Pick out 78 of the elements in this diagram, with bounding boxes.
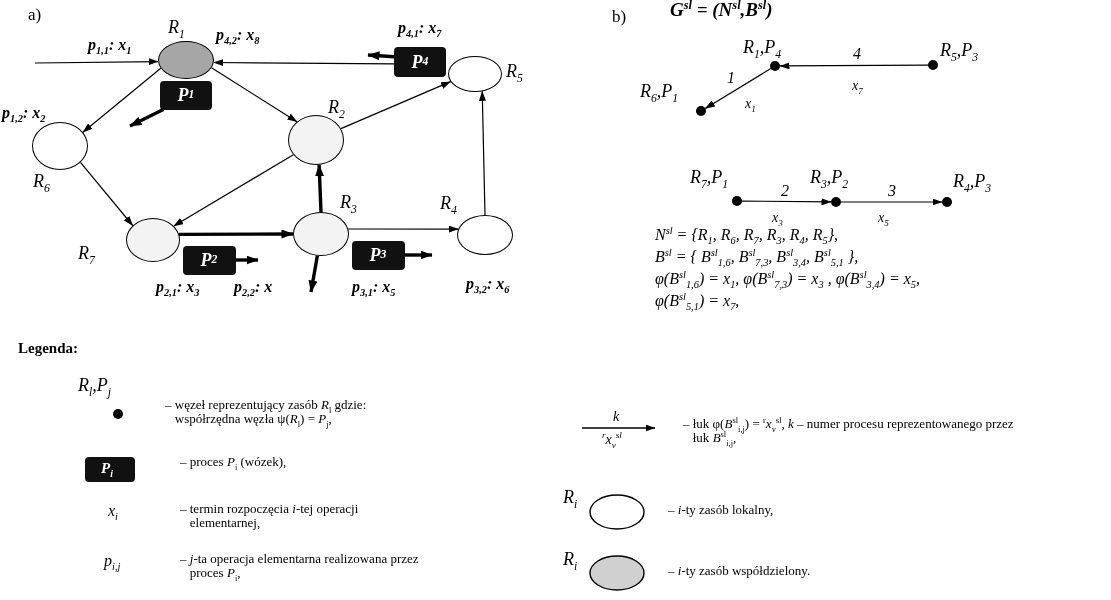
formula: N$^{sl}$ = {R$_{1}$, R$_{6}$, R$_{7}$, R$_{3}$, R$_{4}$, R$_{5}$}, <box>655 226 839 244</box>
node-label: R$_{4}$,P$_{3}$ <box>953 172 992 192</box>
node-dot <box>770 61 780 71</box>
time-label: x$_{1}$ <box>745 96 756 112</box>
arrow <box>840 198 943 206</box>
resource-ellipse <box>293 212 349 256</box>
node-label: R$_{7}$,P$_{1}$ <box>690 168 729 188</box>
resource-ellipse <box>158 41 214 79</box>
node-label: R$_{6}$,P$_{1}$ <box>640 82 679 102</box>
arrow <box>340 81 452 130</box>
panel-label: a) <box>28 6 42 25</box>
arrow <box>129 107 165 128</box>
resource-label: R$_{2}$ <box>328 98 345 118</box>
node-label: R$_{1}$,P$_{4}$ <box>743 38 782 58</box>
node-dot <box>732 196 742 206</box>
legend-text: – i-ty zasób współdzielony. <box>668 564 812 579</box>
node-dot <box>696 106 706 116</box>
arrow <box>82 67 162 133</box>
arrow <box>79 161 134 227</box>
arrow <box>179 229 294 239</box>
legend-text: – proces P$_{i}$ (wózek), <box>180 455 288 470</box>
arrow <box>347 225 459 233</box>
legend-symbol: x$_{i}$ <box>108 502 118 520</box>
legend-text: – łuk φ(B$^{sl}$$_{i,j}$) = $^{r}$x$_{v}$$^{sl}$, k – numer procesu reprezentowanego przez łuk B$^{sl}$$_{i,j}$, <box>683 417 1015 446</box>
arrow <box>34 58 159 66</box>
legend-symbol: k <box>613 409 620 425</box>
legend-symbol: p$_{i,j}$ <box>104 552 121 570</box>
operation-label: p$_{2,1}$: x$_{3}$ <box>156 278 200 296</box>
resource-ellipse <box>32 122 88 170</box>
formula: B$^{sl}$ = { B$^{sl}$$_{1,6}$, B$^{sl}$$_{7,3}$, B$^{sl}$$_{3,4}$, B$^{sl}$$_{5,1}$ }, <box>655 248 859 266</box>
legend-text: – j-ta operacja elementarna realizowana przez proces P$_{i}$, <box>180 552 420 581</box>
node-dot <box>928 60 938 70</box>
arrow <box>173 154 294 227</box>
node-dot <box>831 197 841 207</box>
arrow <box>213 59 395 67</box>
resource-label: R$_{6}$ <box>33 172 50 192</box>
diagram-title: G$^{sl}$ = (N$^{sl}$,B$^{sl}$) <box>670 0 773 21</box>
legend-symbol: R$_{i}$ <box>563 488 578 508</box>
operation-label: p$_{1,1}$: x$_{1}$ <box>88 36 132 54</box>
resource-label: R$_{7}$ <box>78 244 95 264</box>
arrow <box>235 255 259 265</box>
resource-ellipse <box>126 218 180 262</box>
resource-label: R$_{3}$ <box>340 193 357 213</box>
node-label: R$_{5}$,P$_{3}$ <box>940 41 979 61</box>
arrow <box>308 255 320 293</box>
arrow <box>210 67 298 123</box>
resource-label: R$_{4}$ <box>440 194 457 214</box>
operation-label: p$_{4,2}$: x$_{8}$ <box>216 26 260 44</box>
legend-text: – termin rozpoczęcia i-tej operacji elementarnej, <box>180 502 360 531</box>
arrow <box>741 198 832 206</box>
legend-symbol: P$_{i}$ <box>101 460 113 477</box>
operation-label: p$_{1,2}$: x$_{2}$ <box>2 104 46 122</box>
operation-label: p$_{3,1}$: x$_{5}$ <box>352 278 396 296</box>
operation-label: p$_{4,1}$: x$_{7}$ <box>398 19 442 37</box>
formula: φ(B$^{sl}$$_{1,6}$) = x$_{1}$, φ(B$^{sl}$$_{7,3}$) = x$_{3}$ , φ(B$^{sl}$$_{3,4}$) = x$_{5}$, <box>655 270 920 288</box>
arrow <box>404 250 433 260</box>
time-label: x$_{7}$ <box>852 78 863 94</box>
legend-heading: Legenda: <box>18 340 78 357</box>
resource-label: R$_{5}$ <box>506 62 523 82</box>
node-dot <box>942 197 952 207</box>
operation-label: p$_{3,2}$: x$_{6}$ <box>466 275 510 293</box>
time-label: x$_{3}$ <box>772 210 783 226</box>
arrow <box>704 68 772 109</box>
legend-text: – i-ty zasób lokalny, <box>668 503 775 518</box>
operation-label: p$_{2,2}$: x <box>234 278 273 296</box>
arrow <box>367 51 395 61</box>
node-label: R$_{3}$,P$_{2}$ <box>810 168 849 188</box>
resource-label: R$_{1}$ <box>168 18 185 38</box>
resource-ellipse <box>457 215 513 255</box>
resource-ellipse <box>448 56 502 92</box>
panel-label: b) <box>612 8 627 27</box>
arrow <box>779 62 929 70</box>
arrow <box>315 164 325 213</box>
formula: φ(B$^{sl}$$_{5,1}$) = x$_{7}$, <box>655 292 740 310</box>
arrow <box>478 90 486 216</box>
legend-symbol: R$_{i}$ <box>563 550 578 570</box>
time-label: x$_{5}$ <box>878 210 889 226</box>
legend-text: – węzeł reprezentujący zasób R$_{l}$ gdzie: współrzędna węzła ψ(R$_{l}$) = P$_{j}$, <box>165 398 368 427</box>
